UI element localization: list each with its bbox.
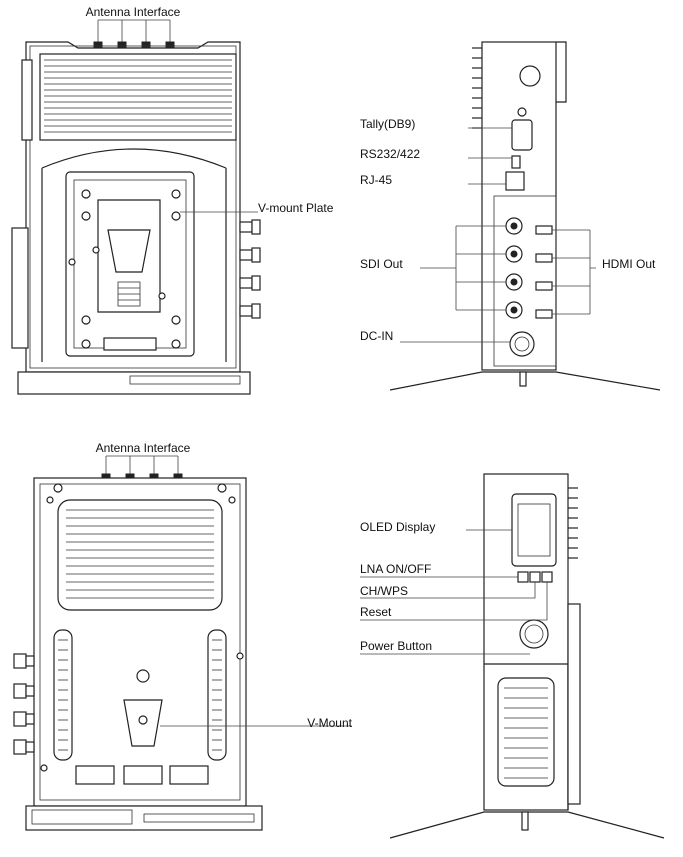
front-antenna-label: Antenna Interface: [86, 5, 181, 19]
tally-db9-port: [511, 119, 533, 151]
front-plate-label: V-mount Plate: [258, 201, 334, 215]
front-heatsink: [44, 59, 232, 133]
dc-in-port: [509, 331, 535, 357]
lna-button: [517, 571, 529, 583]
front-screws: [68, 189, 181, 349]
rs232-label: RS232/422: [360, 147, 420, 161]
power-button: [519, 619, 549, 649]
side-left-grille: [504, 687, 548, 779]
brand-logo-icon: [519, 65, 541, 87]
front-sdi-stubs: [239, 219, 261, 319]
power-label: Power Button: [360, 639, 432, 653]
back-vmount-label: V-Mount: [307, 716, 352, 730]
oled-display: [517, 503, 551, 557]
back-upper-grille: [66, 509, 214, 599]
front-view: Antenna Interface: [11, 5, 334, 395]
hdmi-out-ports: [535, 225, 553, 319]
reset-label: Reset: [360, 605, 392, 619]
side-right-view: Tally(DB9) RS232/422 RJ-45 SDI Out HDMI …: [360, 41, 661, 391]
ch-wps-label: CH/WPS: [360, 584, 408, 598]
rj45-label: RJ-45: [360, 173, 392, 187]
tally-label: Tally(DB9): [360, 117, 415, 131]
dc-in-label: DC-IN: [360, 329, 393, 343]
oled-label: OLED Display: [360, 520, 435, 534]
rs232-port: [511, 155, 521, 169]
back-view: Antenna Interface: [13, 441, 353, 831]
back-left-connectors: [13, 653, 35, 755]
ch-wps-button: [529, 571, 541, 583]
side-left-fins: [568, 487, 578, 559]
lna-label: LNA ON/OFF: [360, 562, 431, 576]
back-antenna-label: Antenna Interface: [96, 441, 191, 455]
hdmi-out-label: HDMI Out: [602, 257, 656, 271]
front-antenna-connectors: [93, 41, 175, 49]
sdi-out-label: SDI Out: [360, 257, 403, 271]
side-right-fins: [472, 47, 482, 129]
back-vmount-bracket: [123, 699, 163, 747]
back-side-grilles: [58, 639, 222, 751]
reset-button: [541, 571, 553, 583]
side-left-view: OLED Display LNA ON/OFF CH/WPS Reset Pow…: [360, 473, 665, 839]
rj45-port: [505, 171, 525, 191]
